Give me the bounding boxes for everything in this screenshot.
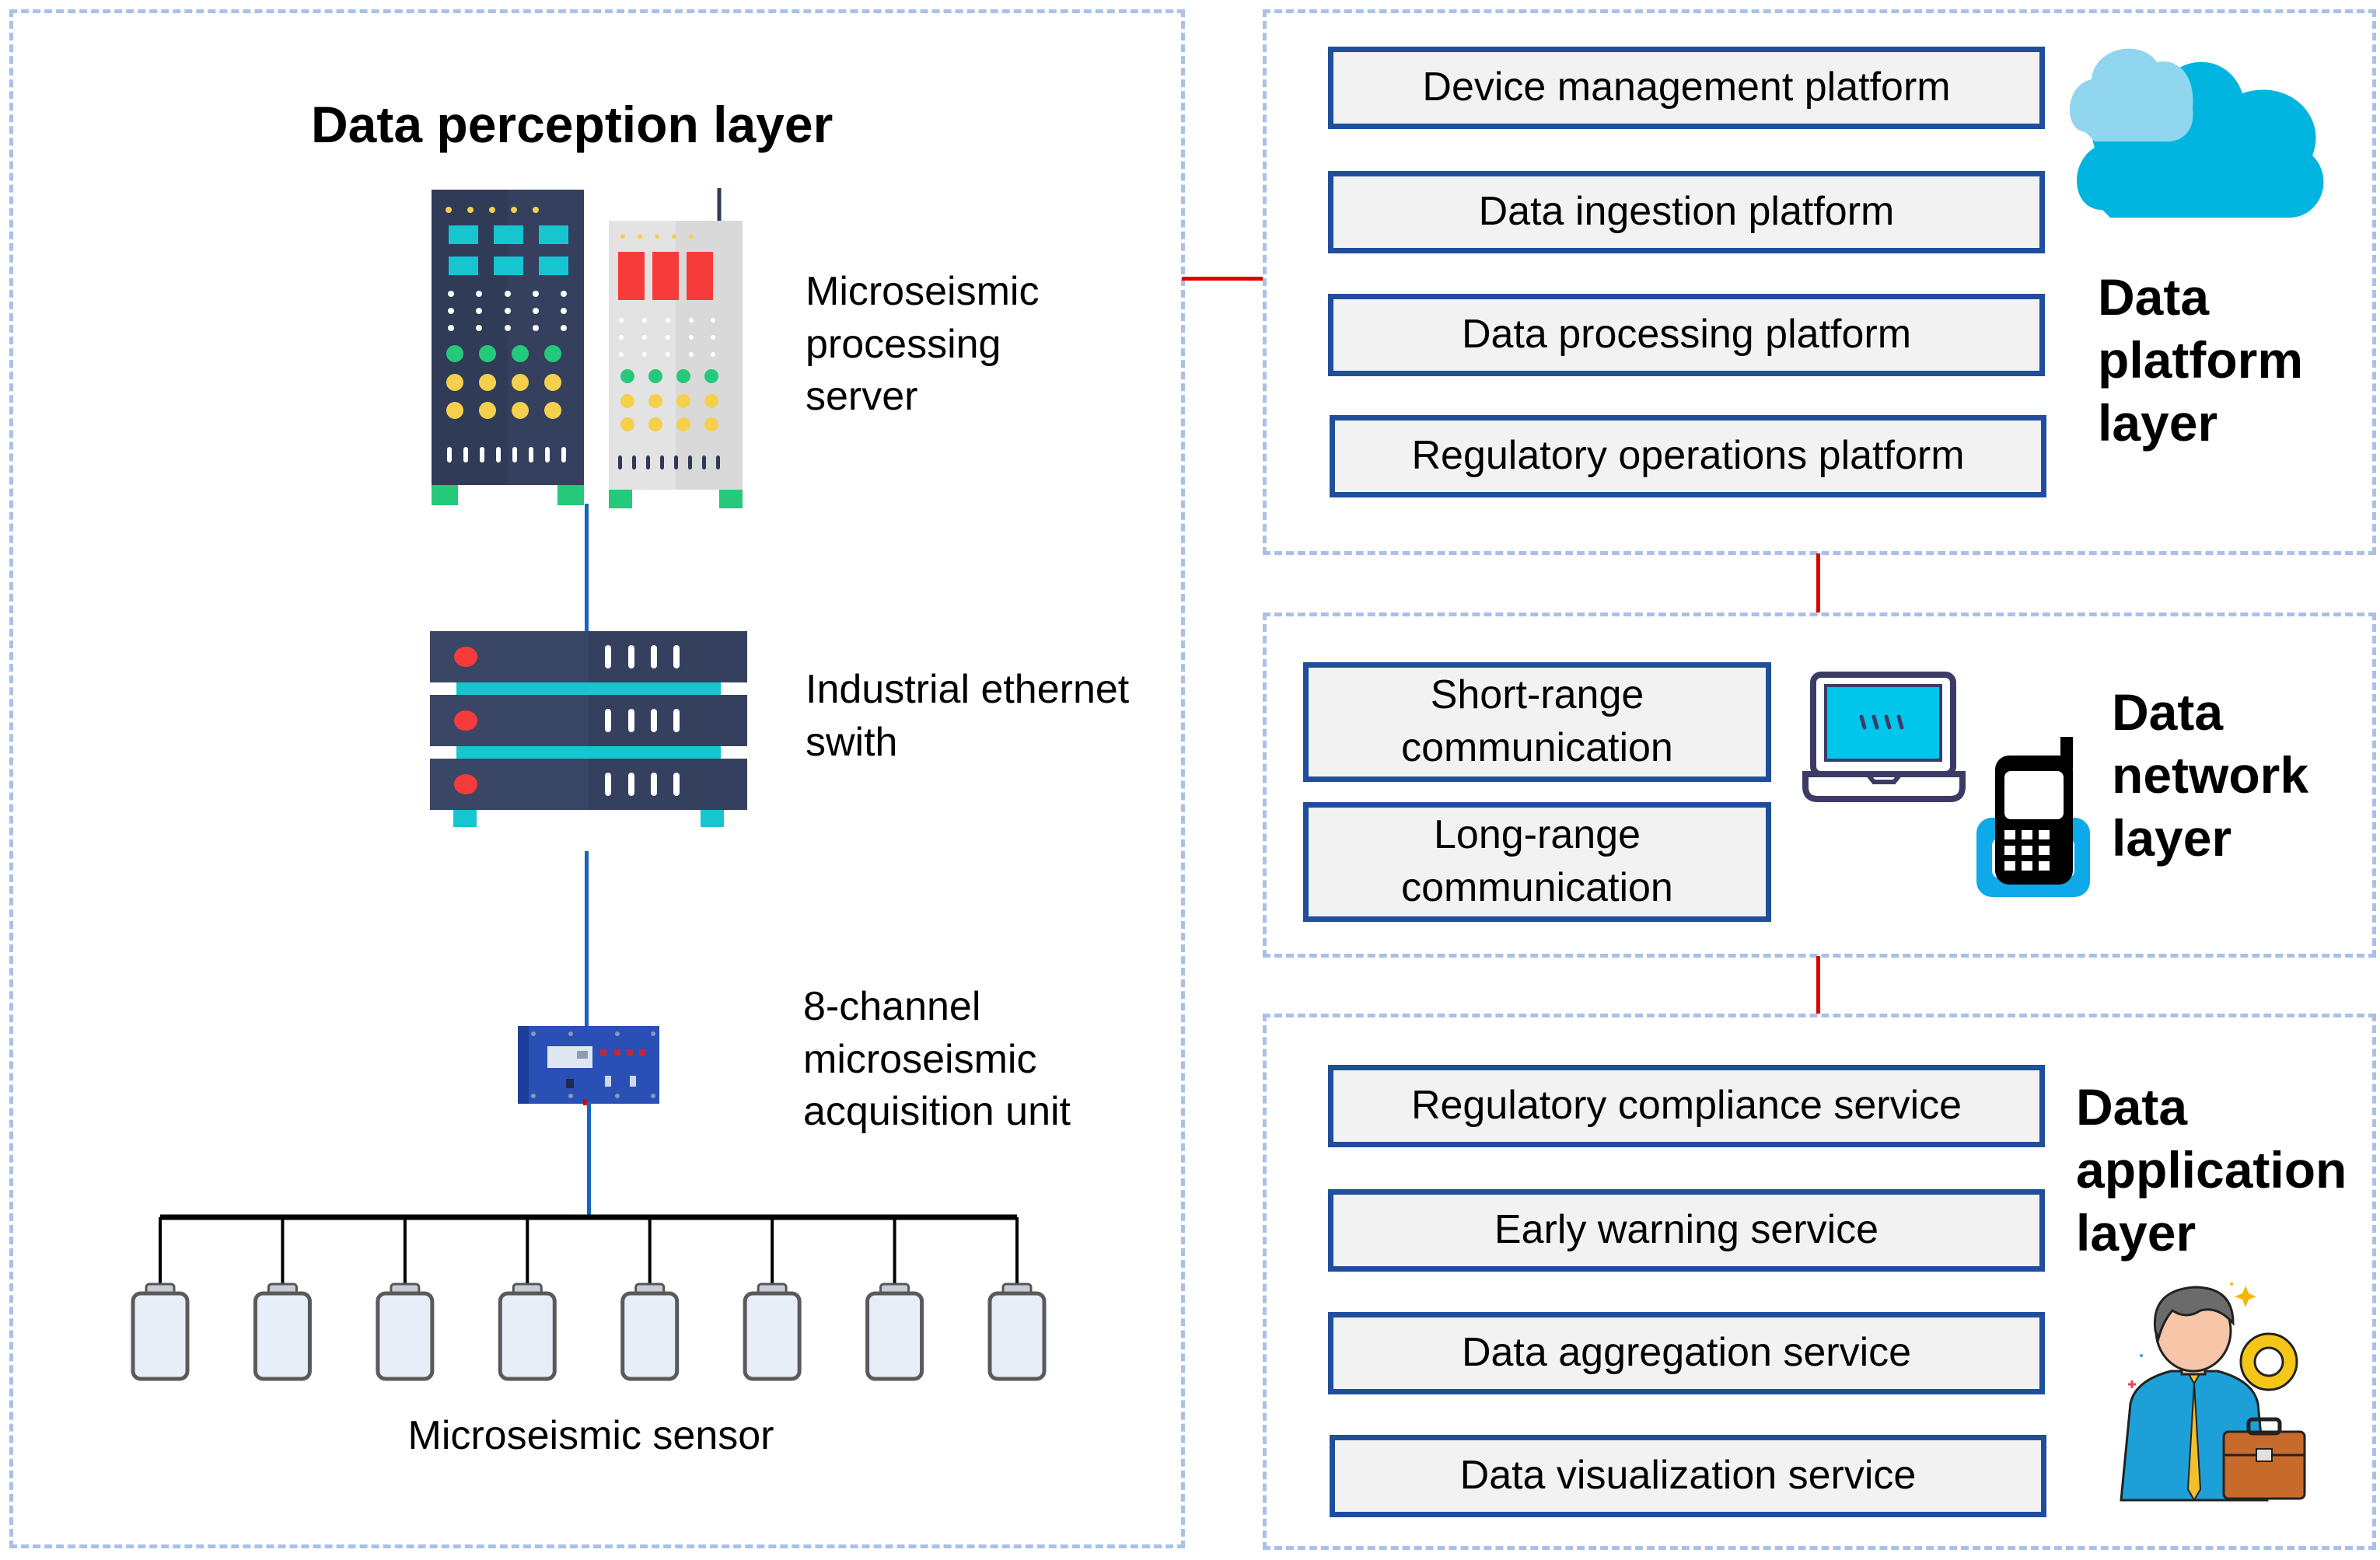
application-item-regulatory-compliance: Regulatory compliance service bbox=[1328, 1065, 2045, 1147]
business-person-icon bbox=[2116, 1279, 2319, 1505]
application-layer-title: Data application layer bbox=[2076, 1078, 2347, 1262]
server-rack-icon bbox=[432, 187, 743, 513]
server-to-switch-connector bbox=[585, 504, 589, 631]
microseismic-sensor-icon bbox=[743, 1217, 802, 1381]
platform-item-regulatory-operations: Regulatory operations platform bbox=[1330, 415, 2046, 497]
network-item-long-range: Long-range communication bbox=[1303, 802, 1771, 922]
microseismic-sensor-icon bbox=[865, 1217, 924, 1381]
sensor-array bbox=[0, 1197, 1166, 1399]
microseismic-sensor-icon bbox=[987, 1217, 1047, 1381]
processing-server-label: Microseismic processing server bbox=[806, 269, 1040, 420]
application-item-early-warning: Early warning service bbox=[1328, 1189, 2045, 1272]
microseismic-sensor-icon bbox=[620, 1217, 680, 1381]
application-item-data-visualization: Data visualization service bbox=[1330, 1435, 2046, 1517]
mobile-phone-icon bbox=[1973, 737, 2090, 902]
cloud-icon bbox=[2064, 31, 2343, 249]
application-item-data-aggregation: Data aggregation service bbox=[1328, 1312, 2045, 1394]
perception-to-platform-connector bbox=[1182, 277, 1267, 281]
platform-item-device-management: Device management platform bbox=[1328, 47, 2045, 129]
platform-item-data-processing: Data processing platform bbox=[1328, 294, 2045, 376]
perception-layer-title: Data perception layer bbox=[311, 96, 834, 153]
network-switch-icon bbox=[430, 631, 747, 853]
microseismic-sensor-icon bbox=[253, 1217, 312, 1381]
acquisition-to-sensor-bus-connector bbox=[587, 1102, 591, 1217]
platform-item-data-ingestion: Data ingestion platform bbox=[1328, 171, 2045, 253]
acquisition-unit-icon bbox=[516, 1023, 661, 1107]
network-item-short-range: Short-range communication bbox=[1303, 662, 1771, 782]
platform-to-network-connector bbox=[1816, 553, 1820, 614]
microseismic-sensor-icon bbox=[131, 1217, 190, 1381]
microseismic-sensor-icon bbox=[498, 1217, 557, 1381]
platform-layer-title: Data platform layer bbox=[2098, 268, 2303, 452]
microseismic-sensor-label: Microseismic sensor bbox=[407, 1413, 774, 1458]
network-to-application-connector bbox=[1816, 956, 1820, 1015]
switch-to-acquisition-connector bbox=[585, 851, 589, 1030]
ethernet-switch-label: Industrial ethernet swith bbox=[806, 667, 1130, 765]
microseismic-sensor-icon bbox=[376, 1217, 435, 1381]
acquisition-unit-label: 8-channel microseismic acquisition unit bbox=[803, 984, 1071, 1135]
network-layer-title: Data network layer bbox=[2112, 683, 2309, 867]
laptop-icon bbox=[1802, 670, 1966, 807]
